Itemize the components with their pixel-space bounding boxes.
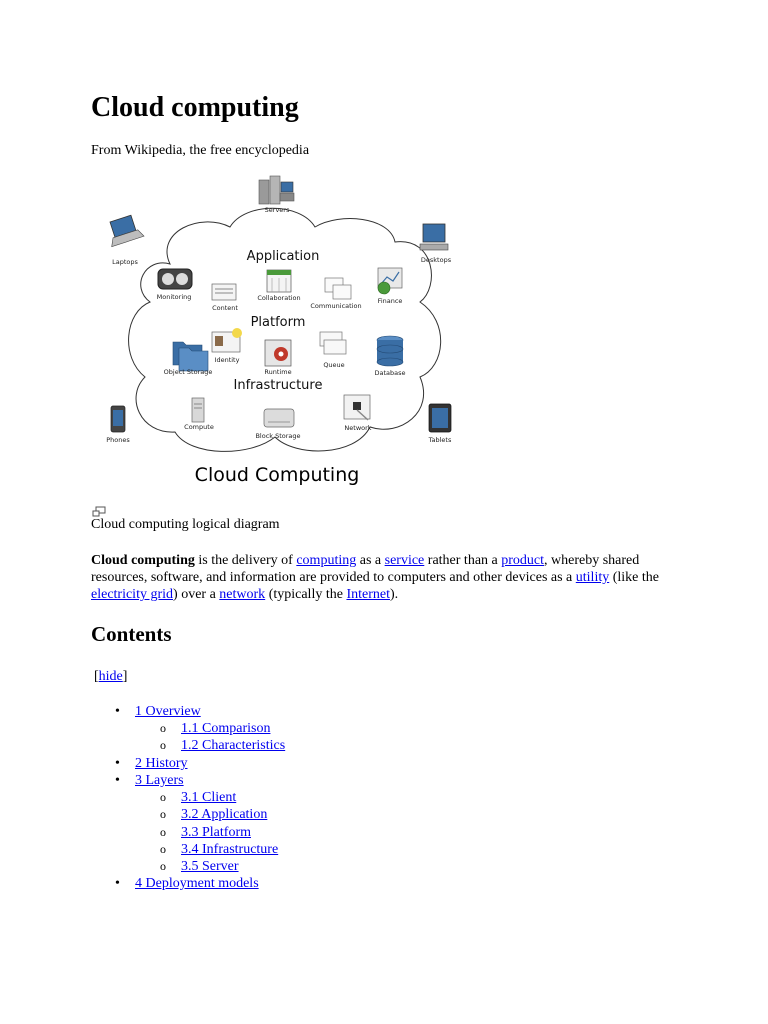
label-monitoring: Monitoring [157,293,192,301]
collaboration-icon [266,269,292,293]
intro-text: , whereby shared resources, software, an… [91,553,640,585]
label-database: Database [374,369,405,377]
hide-link[interactable]: hide [98,669,123,684]
cloud-diagram[interactable]: Servers Laptops Desktops Application Pla… [100,172,470,492]
toc-item-comparison[interactable]: 1.1 Comparison [181,721,271,736]
link-product[interactable]: product [501,553,545,568]
database-icon [376,335,404,367]
tablets-icon [428,403,452,433]
toc-item-history[interactable]: 2 History [135,756,188,771]
finance-icon [377,267,403,295]
communication-icon [324,277,352,300]
intro-text: rather than a [424,553,502,568]
toc-item-overview[interactable]: 1 Overview [135,704,201,719]
intro-text: is the delivery of [194,553,297,568]
servers-icon [258,175,295,205]
laptops-icon [109,214,145,248]
toc-bullet: • [115,704,120,719]
label-compute: Compute [184,423,214,431]
intro-text: ) over a [173,587,220,602]
toc-bracket: [ [94,669,99,684]
label-desktops: Desktops [421,256,452,264]
toc-sub-bullet: o [160,825,166,839]
cloud-diagram-svg: Servers Laptops Desktops Application Pla… [106,175,452,486]
link-electricity-grid[interactable]: electricity grid [91,587,174,602]
link-network[interactable]: network [219,587,266,602]
label-object-storage: Object Storage [164,368,213,376]
toc-item-server[interactable]: 3.5 Server [181,859,239,874]
block-storage-icon [263,408,295,428]
layer-infrastructure: Infrastructure [234,378,323,393]
runtime-icon [264,339,292,367]
label-finance: Finance [378,297,403,305]
network-icon [343,394,371,421]
toc-bullet: • [115,756,120,771]
diagram-title: Cloud Computing [195,464,360,486]
label-network: Network [344,424,371,432]
toc-item-infrastructure[interactable]: 3.4 Infrastructure [181,842,279,857]
layer-application: Application [247,249,320,264]
desktops-icon [419,223,449,251]
link-internet[interactable]: Internet [346,587,390,602]
toc-bullet: • [115,876,120,891]
intro-term: Cloud computing [91,553,195,568]
toc-item-deployment-models[interactable]: 4 Deployment models [135,876,259,891]
intro-paragraph: Cloud computing is the delivery of compu… [91,552,671,603]
toc-sub-bullet: o [160,738,166,752]
intro-text: as a [356,553,385,568]
toc-item-layers[interactable]: 3 Layers [135,773,184,788]
label-phones: Phones [106,436,130,444]
cloud-outline [128,207,442,452]
intro-text: (typically the [265,587,347,602]
label-content: Content [212,304,238,312]
label-servers: Servers [265,206,290,214]
intro-text: ). [389,587,399,602]
layer-platform: Platform [251,315,306,330]
toc-sub-bullet: o [160,807,166,821]
link-service[interactable]: service [384,553,425,568]
contents-heading: Contents [91,622,172,646]
toc-bullet: • [115,773,120,788]
label-queue: Queue [323,361,344,369]
toc-sub-bullet: o [160,790,166,804]
toc-sub-bullet: o [160,859,166,873]
monitoring-icon [157,268,193,290]
label-collaboration: Collaboration [257,294,300,302]
toc-item-platform[interactable]: 3.3 Platform [181,825,251,840]
page-title: Cloud computing [91,92,299,123]
toc-sub-bullet: o [160,842,166,856]
label-communication: Communication [310,302,361,310]
content-icon [211,283,237,301]
phones-icon [110,405,126,433]
toc-item-client[interactable]: 3.1 Client [181,790,237,805]
compute-icon [191,397,205,423]
toc-toggle: [hide] [94,669,127,685]
queue-icon [319,331,347,355]
toc-item-characteristics[interactable]: 1.2 Characteristics [181,738,286,753]
diagram-caption: Cloud computing logical diagram [91,517,280,532]
label-identity: Identity [215,356,240,364]
intro-text: (like the [609,570,659,585]
link-utility[interactable]: utility [575,570,610,585]
toc-bracket: ] [122,669,128,684]
page-subtitle: From Wikipedia, the free encyclopedia [91,143,310,158]
identity-icon [211,328,242,353]
object-storage-icon [172,341,209,372]
link-computing[interactable]: computing [296,553,357,568]
label-block-storage: Block Storage [255,432,300,440]
label-tablets: Tablets [428,436,452,444]
label-runtime: Runtime [264,368,291,376]
label-laptops: Laptops [112,258,138,266]
toc-sub-bullet: o [160,721,166,735]
toc-item-application[interactable]: 3.2 Application [181,807,268,822]
enlarge-icon[interactable] [92,505,106,517]
